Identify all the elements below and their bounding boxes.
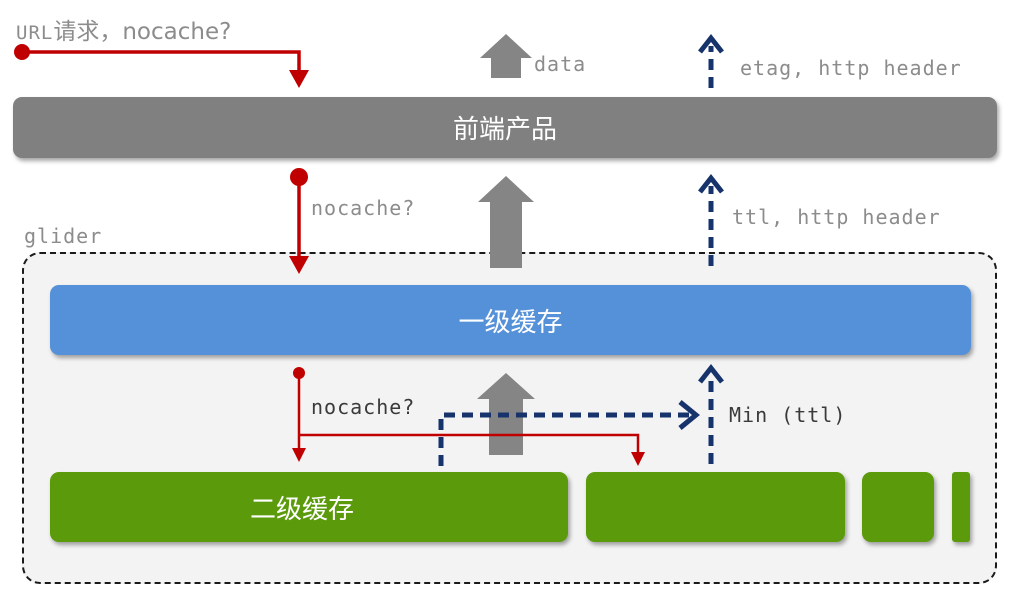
min-ttl-arrow	[438, 400, 700, 466]
level2-cache-label: 二级缓存	[250, 494, 355, 525]
ttl-label: ttl, http header	[732, 205, 941, 229]
level2-cache-segment-4	[952, 472, 970, 542]
nocache-label-top: nocache?	[311, 196, 416, 220]
request-arrow-top	[14, 44, 309, 88]
data-arrow-middle	[478, 176, 534, 268]
data-label: data	[534, 52, 587, 76]
frontend-product-box: 前端产品	[13, 97, 997, 158]
min-ttl-label: Min (ttl)	[729, 403, 847, 427]
request-label-text: 请求，nocache?	[53, 19, 232, 45]
level2-cache-segment-2	[586, 472, 845, 542]
request-arrow-middle	[289, 168, 309, 274]
nocache-label-bottom: nocache?	[311, 395, 416, 419]
level2-cache-segment-3	[862, 472, 934, 542]
response-arrow-top	[698, 33, 724, 88]
request-arrow-bottom	[292, 367, 645, 466]
level2-cache-box: 二级缓存	[50, 472, 568, 542]
level1-cache-label: 一级缓存	[458, 307, 563, 338]
data-arrow-top	[480, 34, 532, 78]
level1-cache-box: 一级缓存	[50, 285, 971, 355]
glider-label: glider	[24, 224, 103, 248]
etag-label: etag, http header	[740, 56, 962, 80]
response-arrow-middle	[698, 173, 724, 266]
request-label-prefix: URL	[16, 22, 54, 44]
frontend-product-label: 前端产品	[452, 115, 557, 145]
response-arrow-bottom	[698, 363, 724, 464]
request-label: URL请求，nocache?	[16, 12, 231, 46]
